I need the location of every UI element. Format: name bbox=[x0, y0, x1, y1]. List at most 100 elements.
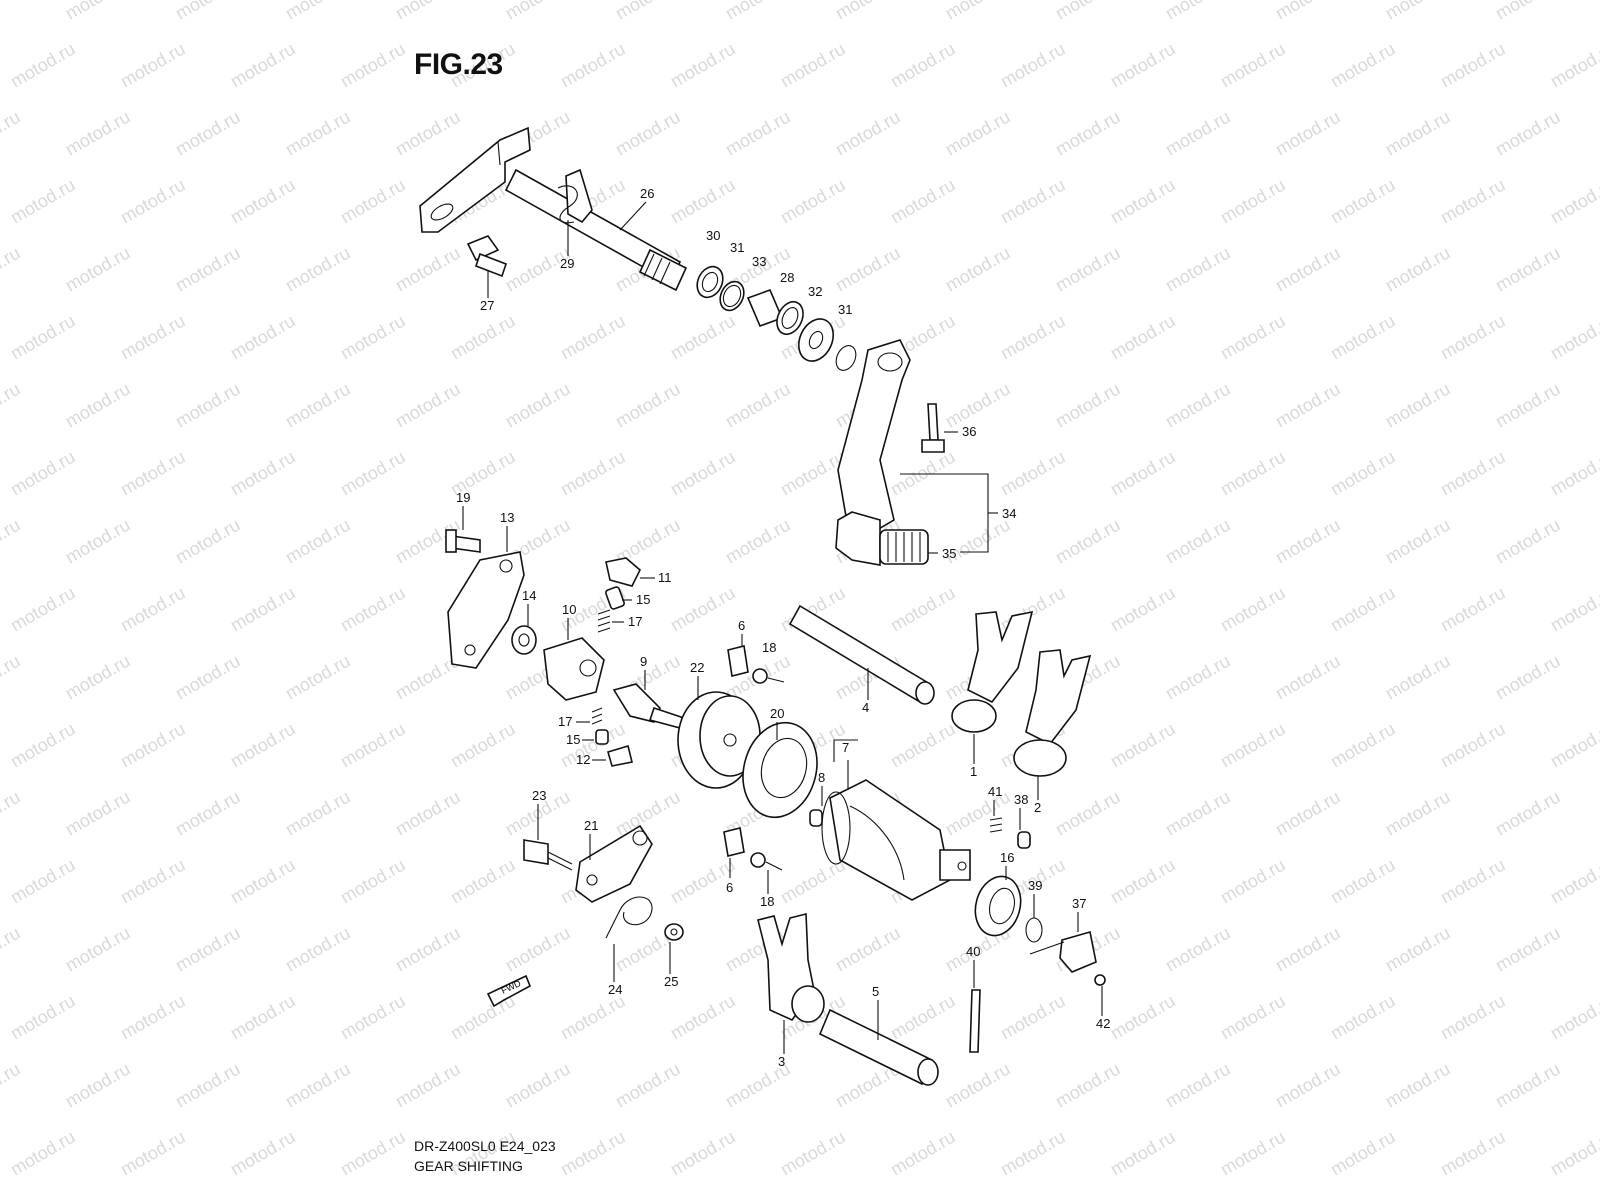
callout-6b: 6 bbox=[726, 858, 733, 895]
callout-18a: 18 bbox=[762, 640, 776, 655]
callout-number: 34 bbox=[1002, 506, 1016, 521]
shift-fork-3 bbox=[757, 912, 939, 1086]
callout-number: 15 bbox=[566, 732, 580, 747]
callout-19: 19 bbox=[456, 490, 470, 530]
callout-number: 11 bbox=[658, 570, 672, 585]
callout-2: 2 bbox=[1034, 776, 1041, 815]
callout-number: 40 bbox=[966, 944, 980, 959]
figure-caption: GEAR SHIFTING bbox=[414, 1158, 523, 1174]
callout-4: 4 bbox=[862, 668, 869, 715]
callout-18b: 18 bbox=[760, 870, 774, 909]
callout-number: 1 bbox=[970, 764, 977, 779]
callout-16: 16 bbox=[1000, 850, 1014, 880]
callout-number: 15 bbox=[636, 592, 650, 607]
callout-31b: 31 bbox=[838, 302, 852, 317]
callout-40: 40 bbox=[966, 944, 980, 988]
callout-number: 19 bbox=[456, 490, 470, 505]
callout-38: 38 bbox=[1014, 792, 1028, 830]
callout-7: 7 bbox=[842, 740, 849, 755]
callout-34: 34 bbox=[1002, 506, 1016, 521]
callout-13: 13 bbox=[500, 510, 514, 552]
callout-number: 31 bbox=[838, 302, 852, 317]
callout-11: 11 bbox=[640, 570, 672, 585]
callout-29: 29 bbox=[560, 220, 574, 271]
callout-number: 29 bbox=[560, 256, 574, 271]
callout-labels: 26 29 27 30 31 33 28 32 31 36 34 35 19 1… bbox=[456, 186, 1110, 1069]
callout-number: 18 bbox=[760, 894, 774, 909]
callout-number: 39 bbox=[1028, 878, 1042, 893]
callout-number: 35 bbox=[942, 546, 956, 561]
callout-number: 21 bbox=[584, 818, 598, 833]
small-parts-lower-left bbox=[591, 707, 633, 767]
callout-number: 20 bbox=[770, 706, 784, 721]
callout-number: 22 bbox=[690, 660, 704, 675]
pin-part-9 bbox=[612, 683, 686, 729]
callout-number: 7 bbox=[842, 740, 849, 755]
gear-position-switch-37 bbox=[969, 930, 1106, 1053]
bolt-part-27 bbox=[466, 235, 508, 278]
shift-forks-1-2 bbox=[951, 610, 1092, 777]
callout-25: 25 bbox=[664, 942, 678, 989]
callout-number: 13 bbox=[500, 510, 514, 525]
callout-number: 27 bbox=[480, 298, 494, 313]
callout-number: 18 bbox=[762, 640, 776, 655]
callout-3: 3 bbox=[778, 1020, 785, 1069]
callout-15b: 15 bbox=[566, 732, 594, 747]
callout-1: 1 bbox=[970, 734, 977, 779]
callout-number: 16 bbox=[1000, 850, 1014, 865]
callout-number: 30 bbox=[706, 228, 720, 243]
callout-number: 6 bbox=[738, 618, 745, 633]
callout-number: 6 bbox=[726, 880, 733, 895]
figure-title: FIG.23 bbox=[414, 48, 503, 81]
callout-17a: 17 bbox=[612, 614, 642, 629]
callout-42: 42 bbox=[1096, 986, 1110, 1031]
callout-36: 36 bbox=[944, 424, 976, 439]
callout-number: 10 bbox=[562, 602, 576, 617]
bolt-part-36 bbox=[921, 403, 945, 453]
callout-number: 2 bbox=[1034, 800, 1041, 815]
model-code: DR-Z400SL0 E24_023 bbox=[414, 1138, 556, 1154]
cam-drive-plate-22 bbox=[677, 691, 761, 789]
callout-number: 33 bbox=[752, 254, 766, 269]
callout-6a: 6 bbox=[738, 618, 745, 646]
callout-number: 25 bbox=[664, 974, 678, 989]
shaft-washers bbox=[696, 265, 857, 371]
callout-number: 5 bbox=[872, 984, 879, 999]
shift-shaft-assembly bbox=[419, 126, 688, 292]
callout-31a: 31 bbox=[730, 240, 744, 255]
callout-8: 8 bbox=[818, 770, 825, 806]
callout-number: 9 bbox=[640, 654, 647, 669]
gearshift-cam-7 bbox=[809, 739, 971, 901]
plate-6-upper bbox=[727, 645, 785, 684]
callout-10: 10 bbox=[562, 602, 576, 640]
callout-30: 30 bbox=[706, 228, 720, 243]
callout-15a: 15 bbox=[622, 592, 650, 607]
callout-number: 14 bbox=[522, 588, 536, 603]
callout-number: 24 bbox=[608, 982, 622, 997]
callout-number: 3 bbox=[778, 1054, 785, 1069]
callout-number: 37 bbox=[1072, 896, 1086, 911]
callout-number: 36 bbox=[962, 424, 976, 439]
callout-number: 28 bbox=[780, 270, 794, 285]
callout-number: 17 bbox=[628, 614, 642, 629]
forward-direction-arrow: FWD bbox=[486, 974, 532, 1008]
callout-14: 14 bbox=[522, 588, 536, 626]
callout-number: 42 bbox=[1096, 1016, 1110, 1031]
callout-23: 23 bbox=[532, 788, 546, 840]
callout-number: 31 bbox=[730, 240, 744, 255]
callout-number: 41 bbox=[988, 784, 1002, 799]
callout-5: 5 bbox=[872, 984, 879, 1040]
collar-part-14 bbox=[511, 625, 537, 655]
callout-number: 26 bbox=[640, 186, 654, 201]
callout-9: 9 bbox=[640, 654, 647, 690]
plate-6-lower bbox=[723, 827, 783, 871]
bearing-part-20 bbox=[742, 721, 818, 819]
callout-26: 26 bbox=[619, 186, 654, 231]
callout-number: 12 bbox=[576, 752, 590, 767]
callout-21: 21 bbox=[584, 818, 598, 860]
cam-stopper-arm-21 bbox=[523, 824, 684, 941]
callout-41: 41 bbox=[988, 784, 1002, 816]
gearshift-lever bbox=[835, 339, 998, 566]
